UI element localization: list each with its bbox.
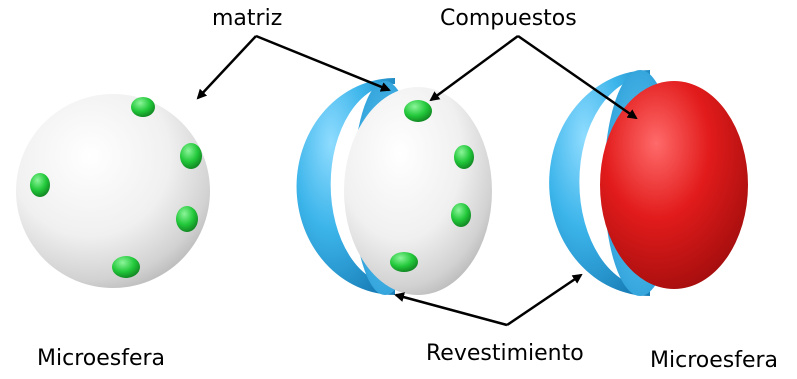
core-sphere: [600, 81, 748, 289]
microsphere-1: [16, 94, 210, 288]
coating-shell: [296, 78, 395, 295]
label-microsphere-left: Microesfera: [37, 346, 166, 371]
compound-dot: [131, 97, 155, 117]
compound-dot: [404, 100, 432, 122]
compound-dot: [112, 256, 140, 278]
arrows: [196, 34, 638, 327]
compound-dot: [30, 173, 50, 197]
compound-dot: [390, 252, 418, 272]
compound-dot: [451, 203, 471, 227]
matrix-sphere: [344, 87, 492, 295]
label-coating: Revestimiento: [426, 341, 584, 366]
microsphere-2: [296, 78, 492, 295]
microsphere-3: [549, 70, 748, 296]
compound-dot: [180, 143, 202, 169]
arrow-compounds-left: [429, 34, 519, 102]
arrow-coating-right: [506, 273, 583, 327]
label-compounds: Compuestos: [440, 6, 577, 31]
arrow-compounds-right: [517, 34, 638, 120]
label-microsphere-right: Microesfera: [650, 348, 779, 373]
compound-dot: [176, 206, 198, 232]
compound-dot: [454, 145, 474, 169]
arrow-matrix-right: [255, 34, 391, 92]
label-matrix: matriz: [212, 6, 283, 31]
coating-shell: [549, 70, 650, 296]
arrow-matrix-left: [196, 35, 257, 100]
arrow-coating-left: [394, 292, 508, 327]
matrix-sphere: [16, 94, 210, 288]
